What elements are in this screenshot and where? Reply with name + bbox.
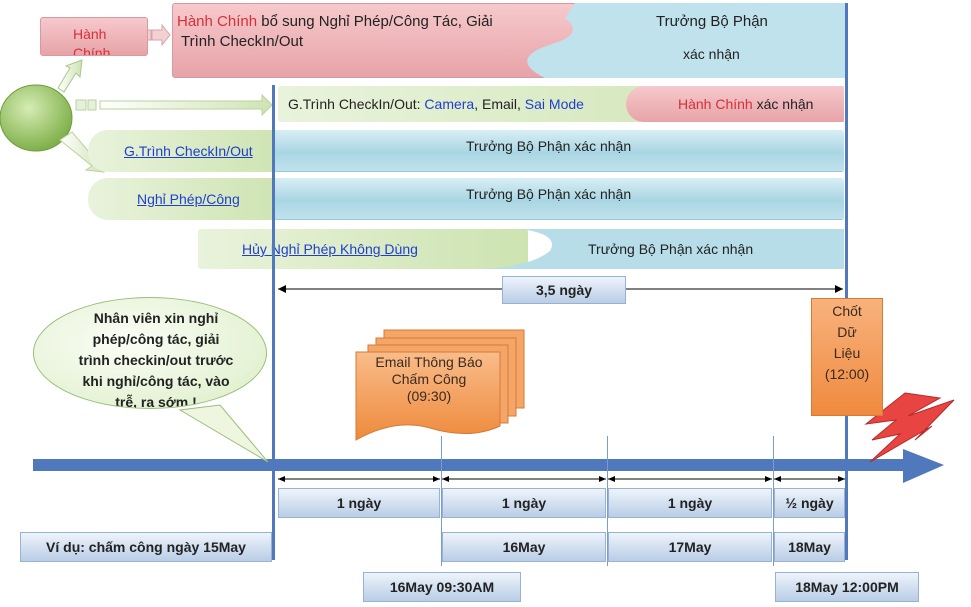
- speech-bubble-tail: [178, 404, 269, 463]
- day-segment-3: 1 ngày: [608, 488, 772, 518]
- row3-left-band: [88, 130, 288, 172]
- row1-right-line2: xác nhận: [683, 46, 740, 62]
- day3-divider: [773, 436, 774, 566]
- cutoff-line4: (12:00): [824, 366, 870, 382]
- start-circle: [0, 84, 73, 152]
- example-date: Ví dụ: chấm công ngày 15May: [20, 532, 272, 562]
- day1-divider: [441, 436, 442, 566]
- row1-text-red: Hành Chính: [177, 13, 258, 30]
- row3-band: [274, 130, 844, 172]
- row4-link[interactable]: Nghỉ Phép/Công: [137, 191, 240, 207]
- row2-right-band: [626, 86, 844, 122]
- day2-divider: [607, 436, 608, 566]
- cutoff-line2: Dữ: [837, 324, 857, 340]
- row4-left-band: [88, 178, 288, 220]
- email-note-line3: (09:30): [406, 388, 452, 404]
- row5-wave: [480, 229, 844, 269]
- end-vline: [845, 3, 848, 560]
- row4-band: [274, 178, 844, 220]
- row1-left-label: Hành: [73, 26, 107, 42]
- cutoff-note: Chốt Dữ Liệu (12:00): [811, 298, 883, 416]
- duration-label: 3,5 ngày: [502, 276, 626, 304]
- email-note: Email Thông Báo Chấm Công (09:30): [360, 354, 498, 405]
- row2-right-rest: xác nhận: [756, 96, 814, 112]
- email-doc-shape: [355, 351, 501, 441]
- row1-left-box: Hành Chính: [40, 17, 148, 56]
- cutoff-line1: Chốt: [832, 303, 862, 319]
- row1-left-label-cut: Chính: [73, 45, 111, 56]
- row1-text-line1: Hành Chính bổ sung Nghỉ Phép/Công Tác, G…: [177, 13, 493, 31]
- row3-link[interactable]: G.Trình CheckIn/Out: [124, 143, 253, 159]
- row5-left-band: [198, 229, 528, 269]
- row1-text-rest: bổ sung Nghỉ Phép/Công Tác, Giải: [257, 13, 493, 30]
- email-note-line2: Chấm Công: [391, 371, 467, 387]
- row2-email: Email,: [482, 96, 521, 112]
- row2-right-red: Hành Chính: [678, 96, 753, 112]
- timeline-bar: [33, 459, 905, 471]
- arrow-right-long: [99, 93, 273, 117]
- timestamp-18may: 18May 12:00PM: [775, 572, 919, 602]
- row2-camera: Camera: [424, 96, 475, 112]
- row1-wave: [527, 3, 845, 78]
- day-segment-2: 1 ngày: [442, 488, 606, 518]
- row2-sai-mode: Sai Mode: [524, 96, 584, 112]
- day-segment-4: ½ ngày: [774, 488, 845, 518]
- speech-bubble: Nhân viên xin nghỉ phép/công tác, giải t…: [33, 297, 267, 409]
- date-18may: 18May: [774, 532, 845, 562]
- date-16may: 16May: [442, 532, 606, 562]
- start-vline: [272, 85, 275, 560]
- row1-text-line2: Trình CheckIn/Out: [181, 33, 303, 50]
- row1-right-line1: Trưởng Bộ Phận: [656, 13, 768, 30]
- row5-link[interactable]: Hủy Nghỉ Phép Không Dùng: [242, 241, 418, 257]
- row3-text: Trưởng Bộ Phận xác nhận: [466, 138, 632, 154]
- lightning-icon: [864, 392, 955, 463]
- speech-text: Nhân viên xin nghỉ phép/công tác, giải t…: [78, 310, 234, 409]
- arrow-dash-2: [87, 99, 97, 111]
- row2-text: G.Trình CheckIn/Out: Camera, Email, Sai …: [288, 96, 584, 113]
- timestamp-16may: 16May 09:30AM: [363, 572, 521, 602]
- email-note-line1: Email Thông Báo: [375, 354, 483, 370]
- row2-comma: ,: [474, 96, 479, 112]
- arrow-dash-1: [75, 99, 87, 111]
- row5-text: Trưởng Bộ Phận xác nhận: [588, 241, 754, 257]
- date-17may: 17May: [608, 532, 772, 562]
- row2-prefix: G.Trình CheckIn/Out:: [288, 96, 421, 112]
- timeline-arrowhead: [903, 449, 944, 483]
- arrow-pink-right: [151, 23, 171, 47]
- row4-text: Trưởng Bộ Phận xác nhận: [466, 186, 632, 202]
- day-segment-1: 1 ngày: [278, 488, 440, 518]
- arrow-up-right: [57, 59, 83, 93]
- row2-right-text: Hành Chính xác nhận: [678, 96, 813, 113]
- cutoff-line3: Liệu: [833, 345, 861, 361]
